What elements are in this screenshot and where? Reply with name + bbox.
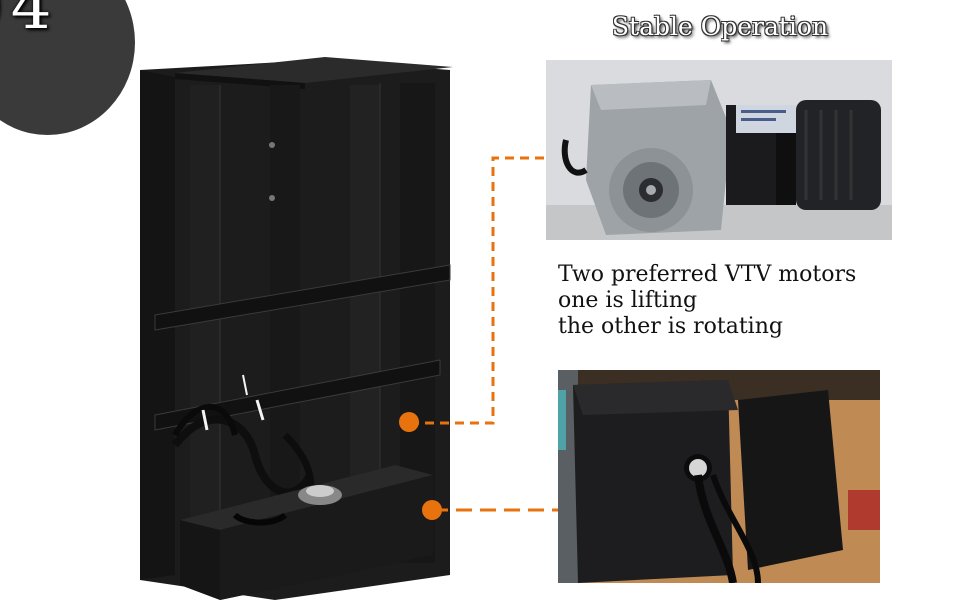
step-number-badge: 04 <box>0 0 135 135</box>
description-line: the other is rotating <box>558 314 783 339</box>
rotation-box-photo <box>558 370 880 583</box>
step-number: 04 <box>0 0 60 44</box>
tv-lift-frame-image <box>135 55 455 600</box>
section-heading: Stable Operation <box>611 12 829 41</box>
gear-motor-photo <box>546 60 892 240</box>
description-line: Two preferred VTV motors <box>558 262 857 287</box>
callout-dot-rotation-box <box>422 500 442 520</box>
description-line: one is lifting <box>558 288 698 313</box>
motor-description: Two preferred VTV motors one is lifting … <box>558 262 856 340</box>
callout-dot-lift-motor <box>399 412 419 432</box>
